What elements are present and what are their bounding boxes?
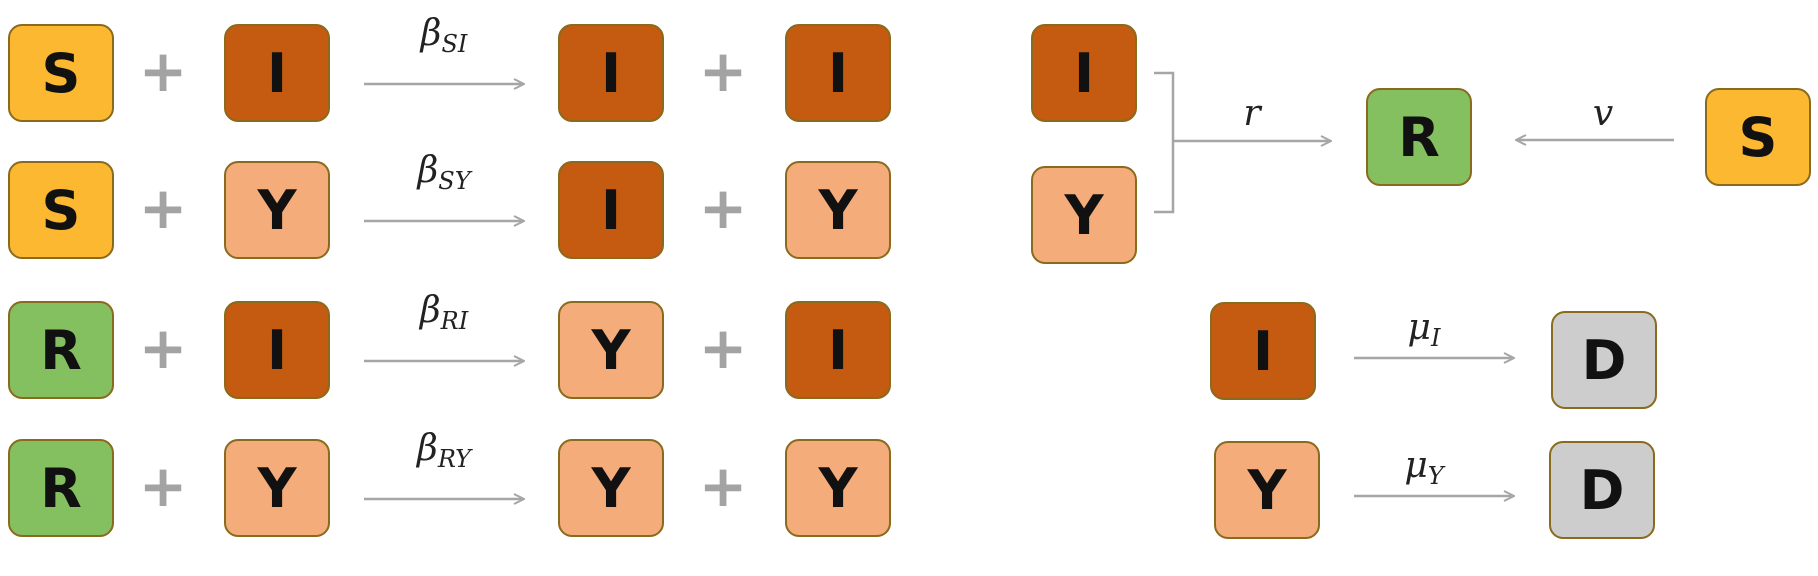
death-1-rate-label: μI bbox=[1364, 307, 1484, 353]
reaction-4-reactant-r: R bbox=[8, 439, 114, 537]
recovery-bracket bbox=[1154, 71, 1175, 214]
reaction-4-rate-label-symbol: β bbox=[417, 428, 438, 469]
reaction-4-product-y: Y bbox=[558, 439, 664, 537]
reaction-4-product-y: Y bbox=[785, 439, 891, 537]
death-2-rate-label: μY bbox=[1364, 445, 1484, 491]
reaction-3-reactant-r: R bbox=[8, 301, 114, 399]
reaction-3-plus-right: + bbox=[698, 314, 748, 382]
reaction-1-rate-label-subscript: SI bbox=[441, 30, 468, 59]
reaction-2-reactant-y: Y bbox=[224, 161, 330, 259]
reaction-2-rate-label-symbol: β bbox=[417, 150, 439, 191]
death-2-source-y: Y bbox=[1214, 441, 1320, 539]
death-2-rate-label-symbol: μ bbox=[1404, 445, 1428, 486]
reaction-1-plus-right: + bbox=[698, 37, 748, 105]
reaction-1-product-i: I bbox=[558, 24, 664, 122]
reaction-3-plus-left: + bbox=[138, 314, 188, 382]
reaction-1-plus-left: + bbox=[138, 37, 188, 105]
death-1-rate-label-subscript: I bbox=[1430, 324, 1441, 353]
vaccination-rate-label: v bbox=[1543, 96, 1663, 132]
recovery-rate-label: r bbox=[1192, 96, 1312, 132]
reaction-3-product-i: I bbox=[785, 301, 891, 399]
reaction-3-rate-label-symbol: β bbox=[419, 290, 441, 331]
death-2-rate-label-subscript: Y bbox=[1427, 462, 1444, 491]
reaction-1-rate-label: βSI bbox=[384, 13, 504, 59]
reaction-2-rate-label: βSY bbox=[384, 150, 504, 196]
reaction-2-plus-right: + bbox=[698, 174, 748, 242]
recovery-source-i: I bbox=[1031, 24, 1137, 122]
reaction-4-plus-right: + bbox=[698, 452, 748, 520]
death-1-rate-label-symbol: μ bbox=[1407, 307, 1431, 348]
recovery-rate-label-symbol: r bbox=[1243, 93, 1261, 134]
reaction-1-rate-label-symbol: β bbox=[420, 13, 442, 54]
death-1-target-d: D bbox=[1551, 311, 1657, 409]
reaction-4-reactant-y: Y bbox=[224, 439, 330, 537]
vaccination-source-s: S bbox=[1705, 88, 1811, 186]
death-1-source-i: I bbox=[1210, 302, 1316, 400]
reaction-3-product-y: Y bbox=[558, 301, 664, 399]
reaction-1-product-i: I bbox=[785, 24, 891, 122]
reaction-2-plus-left: + bbox=[138, 174, 188, 242]
reaction-3-rate-label: βRI bbox=[384, 290, 504, 336]
vaccination-rate-label-symbol: v bbox=[1592, 93, 1614, 134]
reaction-4-plus-left: + bbox=[138, 452, 188, 520]
reaction-3-reactant-i: I bbox=[224, 301, 330, 399]
recovery-target-r: R bbox=[1366, 88, 1472, 186]
reaction-1-reactant-i: I bbox=[224, 24, 330, 122]
recovery-source-y: Y bbox=[1031, 166, 1137, 264]
reaction-2-product-y: Y bbox=[785, 161, 891, 259]
reaction-2-reactant-s: S bbox=[8, 161, 114, 259]
death-2-target-d: D bbox=[1549, 441, 1655, 539]
reaction-1-reactant-s: S bbox=[8, 24, 114, 122]
reaction-3-rate-label-subscript: RI bbox=[440, 307, 469, 336]
reaction-2-rate-label-subscript: SY bbox=[438, 167, 471, 196]
reaction-4-rate-label: βRY bbox=[384, 428, 504, 474]
reaction-4-rate-label-subscript: RY bbox=[437, 445, 471, 474]
reaction-2-product-i: I bbox=[558, 161, 664, 259]
